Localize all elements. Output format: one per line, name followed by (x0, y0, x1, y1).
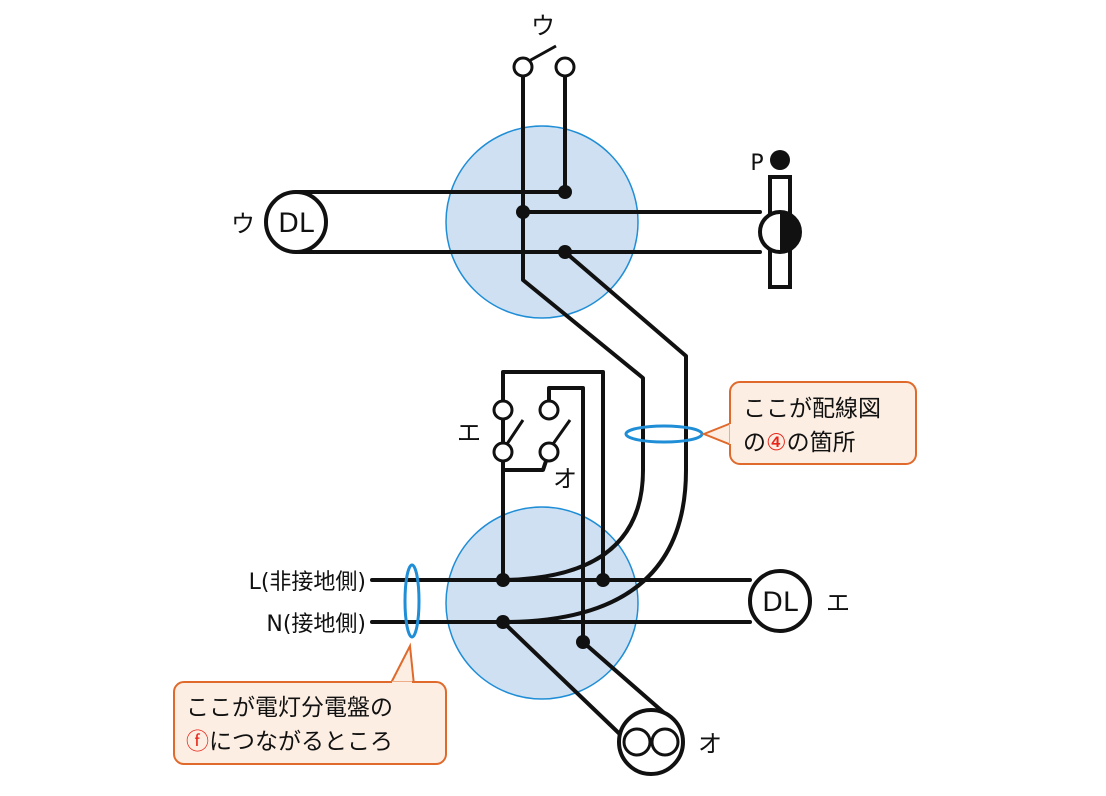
switch-o-terminal-bottom (538, 441, 560, 463)
wires (294, 74, 762, 742)
downlight-e (748, 569, 812, 633)
junction-dot (496, 573, 510, 587)
callout-wire4: ここが配線図 の④の箇所 (701, 381, 917, 465)
wire-lamp-o-left (501, 620, 628, 742)
switch-u (512, 44, 576, 78)
callout-wire4-prefix: の (743, 430, 766, 456)
switch-u-lever (528, 44, 557, 63)
callout-wire4-line1: ここが配線図 (743, 396, 881, 422)
ring-marker-wire4 (624, 424, 704, 444)
callout-panel-f-pointer (388, 642, 416, 686)
callout-panel-f-suffix: につながるところ (209, 729, 393, 755)
svg-text:ここが電灯分電盤の: ここが電灯分電盤の (186, 695, 393, 721)
junction-dot (496, 615, 510, 629)
pilot-dot (770, 150, 790, 170)
junction-dot (596, 573, 610, 587)
wire-lamp-o-right (581, 640, 672, 720)
downlight-u (264, 190, 328, 254)
switch-e-terminal-bottom (492, 441, 514, 463)
junctions (496, 185, 610, 649)
callout-wire4-mark: ④ (766, 430, 787, 456)
switch-o-terminal-top (538, 399, 560, 421)
callout-panel-f-mark: ⓕ (186, 729, 209, 755)
lamp-o-inner-right (650, 727, 680, 757)
callout-panel-f: ここが電灯分電盤の ⓕにつながるところ (173, 642, 447, 765)
wire-switch-u-left (501, 74, 645, 582)
pilot-lamp-half (780, 212, 800, 252)
svg-text:ここが配線図: ここが配線図 (743, 396, 881, 422)
switch-o-label: オ (553, 465, 577, 493)
lamp-o-inner-left (622, 727, 652, 757)
downlight-e-label: エ (826, 589, 850, 617)
downlight-u-label: ウ (231, 210, 255, 238)
pilot-label: P (750, 151, 763, 176)
joint-box-lower (445, 506, 639, 700)
lamp-o-label: オ (698, 730, 722, 758)
source-n-label: N(接地側) (266, 612, 366, 637)
switch-u-terminal-right (554, 56, 576, 78)
ring-marker-source (403, 563, 421, 639)
junction-dot (558, 185, 572, 199)
junction-dot (516, 205, 530, 219)
callout-wire4-box (729, 381, 917, 465)
svg-text:ⓕにつながるところ: ⓕにつながるところ (186, 729, 393, 755)
wire-switch-o-top (547, 386, 585, 644)
switch-o (538, 399, 572, 463)
wire-cable-right (501, 250, 688, 624)
joint-box-upper (445, 125, 639, 319)
switch-u-label: ウ (531, 12, 555, 40)
wire-switch-e-loop (501, 370, 605, 582)
callout-panel-f-line1: ここが電灯分電盤の (186, 695, 393, 721)
callout-wire4-suffix: の箇所 (787, 430, 856, 456)
junction-dot (558, 245, 572, 259)
switch-e-terminal-top (492, 399, 514, 421)
junction-dot (576, 635, 590, 649)
downlight-u-text: DL (278, 208, 314, 239)
downlight-e-text: DL (762, 587, 798, 618)
switch-u-terminal-left (512, 56, 534, 78)
source-l-label: L(非接地側) (249, 570, 366, 595)
switch-e-label: エ (457, 419, 481, 447)
switch-e-lever (505, 419, 525, 445)
switch-o-lever (551, 419, 572, 445)
svg-text:の④の箇所: の④の箇所 (743, 430, 856, 456)
callout-panel-f-box (173, 681, 447, 765)
switch-e (492, 399, 525, 463)
